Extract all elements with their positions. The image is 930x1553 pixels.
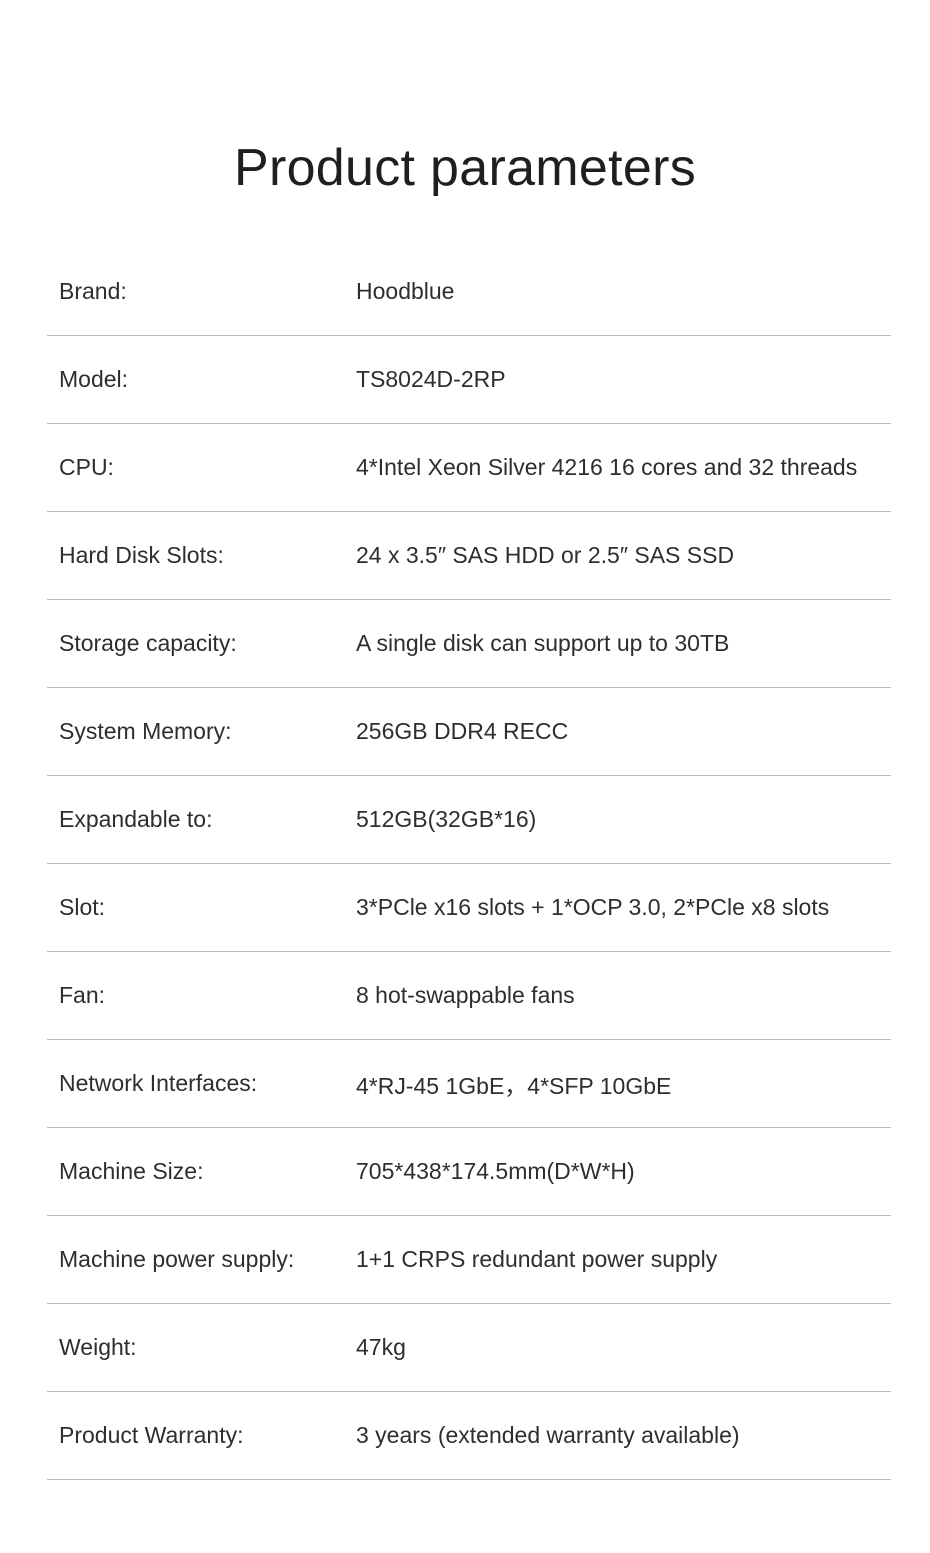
spec-row-storage-capacity: Storage capacity: A single disk can supp… bbox=[47, 600, 891, 688]
spec-value: 256GB DDR4 RECC bbox=[356, 718, 569, 744]
spec-row-slot: Slot: 3*PCle x16 slots + 1*OCP 3.0, 2*PC… bbox=[47, 864, 891, 952]
spec-label: Machine power supply: bbox=[59, 1246, 295, 1272]
spec-row-fan: Fan: 8 hot-swappable fans bbox=[47, 952, 891, 1040]
spec-value: 8 hot-swappable fans bbox=[356, 982, 575, 1008]
spec-value: 705*438*174.5mm(D*W*H) bbox=[356, 1158, 635, 1184]
spec-value: 4*RJ-45 1GbE，4*SFP 10GbE bbox=[356, 1072, 672, 1099]
spec-row-machine-power-supply: Machine power supply: 1+1 CRPS redundant… bbox=[47, 1216, 891, 1304]
spec-label: Storage capacity: bbox=[59, 630, 237, 656]
spec-row-hard-disk-slots: Hard Disk Slots: 24 x 3.5″ SAS HDD or 2.… bbox=[47, 512, 891, 600]
spec-table: Brand: Hoodblue Model: TS8024D-2RP CPU: … bbox=[47, 248, 891, 1480]
spec-value: 3 years (extended warranty available) bbox=[356, 1422, 740, 1448]
spec-value: Hoodblue bbox=[356, 278, 455, 304]
spec-label: Brand: bbox=[59, 278, 127, 304]
spec-label: Product Warranty: bbox=[59, 1422, 244, 1448]
spec-row-machine-size: Machine Size: 705*438*174.5mm(D*W*H) bbox=[47, 1128, 891, 1216]
spec-value: TS8024D-2RP bbox=[356, 366, 506, 392]
page-title: Product parameters bbox=[233, 139, 697, 197]
spec-label: Weight: bbox=[59, 1334, 137, 1360]
spec-label: System Memory: bbox=[59, 718, 232, 744]
spec-value: A single disk can support up to 30TB bbox=[356, 630, 730, 656]
spec-label: Slot: bbox=[59, 894, 106, 920]
spec-value: 24 x 3.5″ SAS HDD or 2.5″ SAS SSD bbox=[356, 542, 735, 568]
spec-row-expandable-to: Expandable to: 512GB(32GB*16) bbox=[47, 776, 891, 864]
spec-label: Machine Size: bbox=[59, 1158, 204, 1184]
spec-value: 4*Intel Xeon Silver 4216 16 cores and 32… bbox=[356, 454, 858, 480]
spec-row-network-interfaces: Network Interfaces: 4*RJ-45 1GbE，4*SFP 1… bbox=[47, 1040, 891, 1128]
spec-value: 1+1 CRPS redundant power supply bbox=[356, 1246, 718, 1272]
spec-label: Fan: bbox=[59, 982, 106, 1008]
spec-row-model: Model: TS8024D-2RP bbox=[47, 336, 891, 424]
spec-row-brand: Brand: Hoodblue bbox=[47, 248, 891, 336]
spec-label: Network Interfaces: bbox=[59, 1070, 258, 1096]
spec-label: Model: bbox=[59, 366, 129, 392]
spec-label: Hard Disk Slots: bbox=[59, 542, 224, 568]
spec-value: 512GB(32GB*16) bbox=[356, 806, 537, 832]
spec-row-product-warranty: Product Warranty: 3 years (extended warr… bbox=[47, 1392, 891, 1480]
spec-row-weight: Weight: 47kg bbox=[47, 1304, 891, 1392]
spec-row-system-memory: System Memory: 256GB DDR4 RECC bbox=[47, 688, 891, 776]
spec-label: CPU: bbox=[59, 454, 114, 480]
spec-label: Expandable to: bbox=[59, 806, 213, 832]
spec-value: 47kg bbox=[356, 1334, 406, 1360]
spec-value: 3*PCle x16 slots + 1*OCP 3.0, 2*PCle x8 … bbox=[356, 894, 830, 920]
spec-row-cpu: CPU: 4*Intel Xeon Silver 4216 16 cores a… bbox=[47, 424, 891, 512]
